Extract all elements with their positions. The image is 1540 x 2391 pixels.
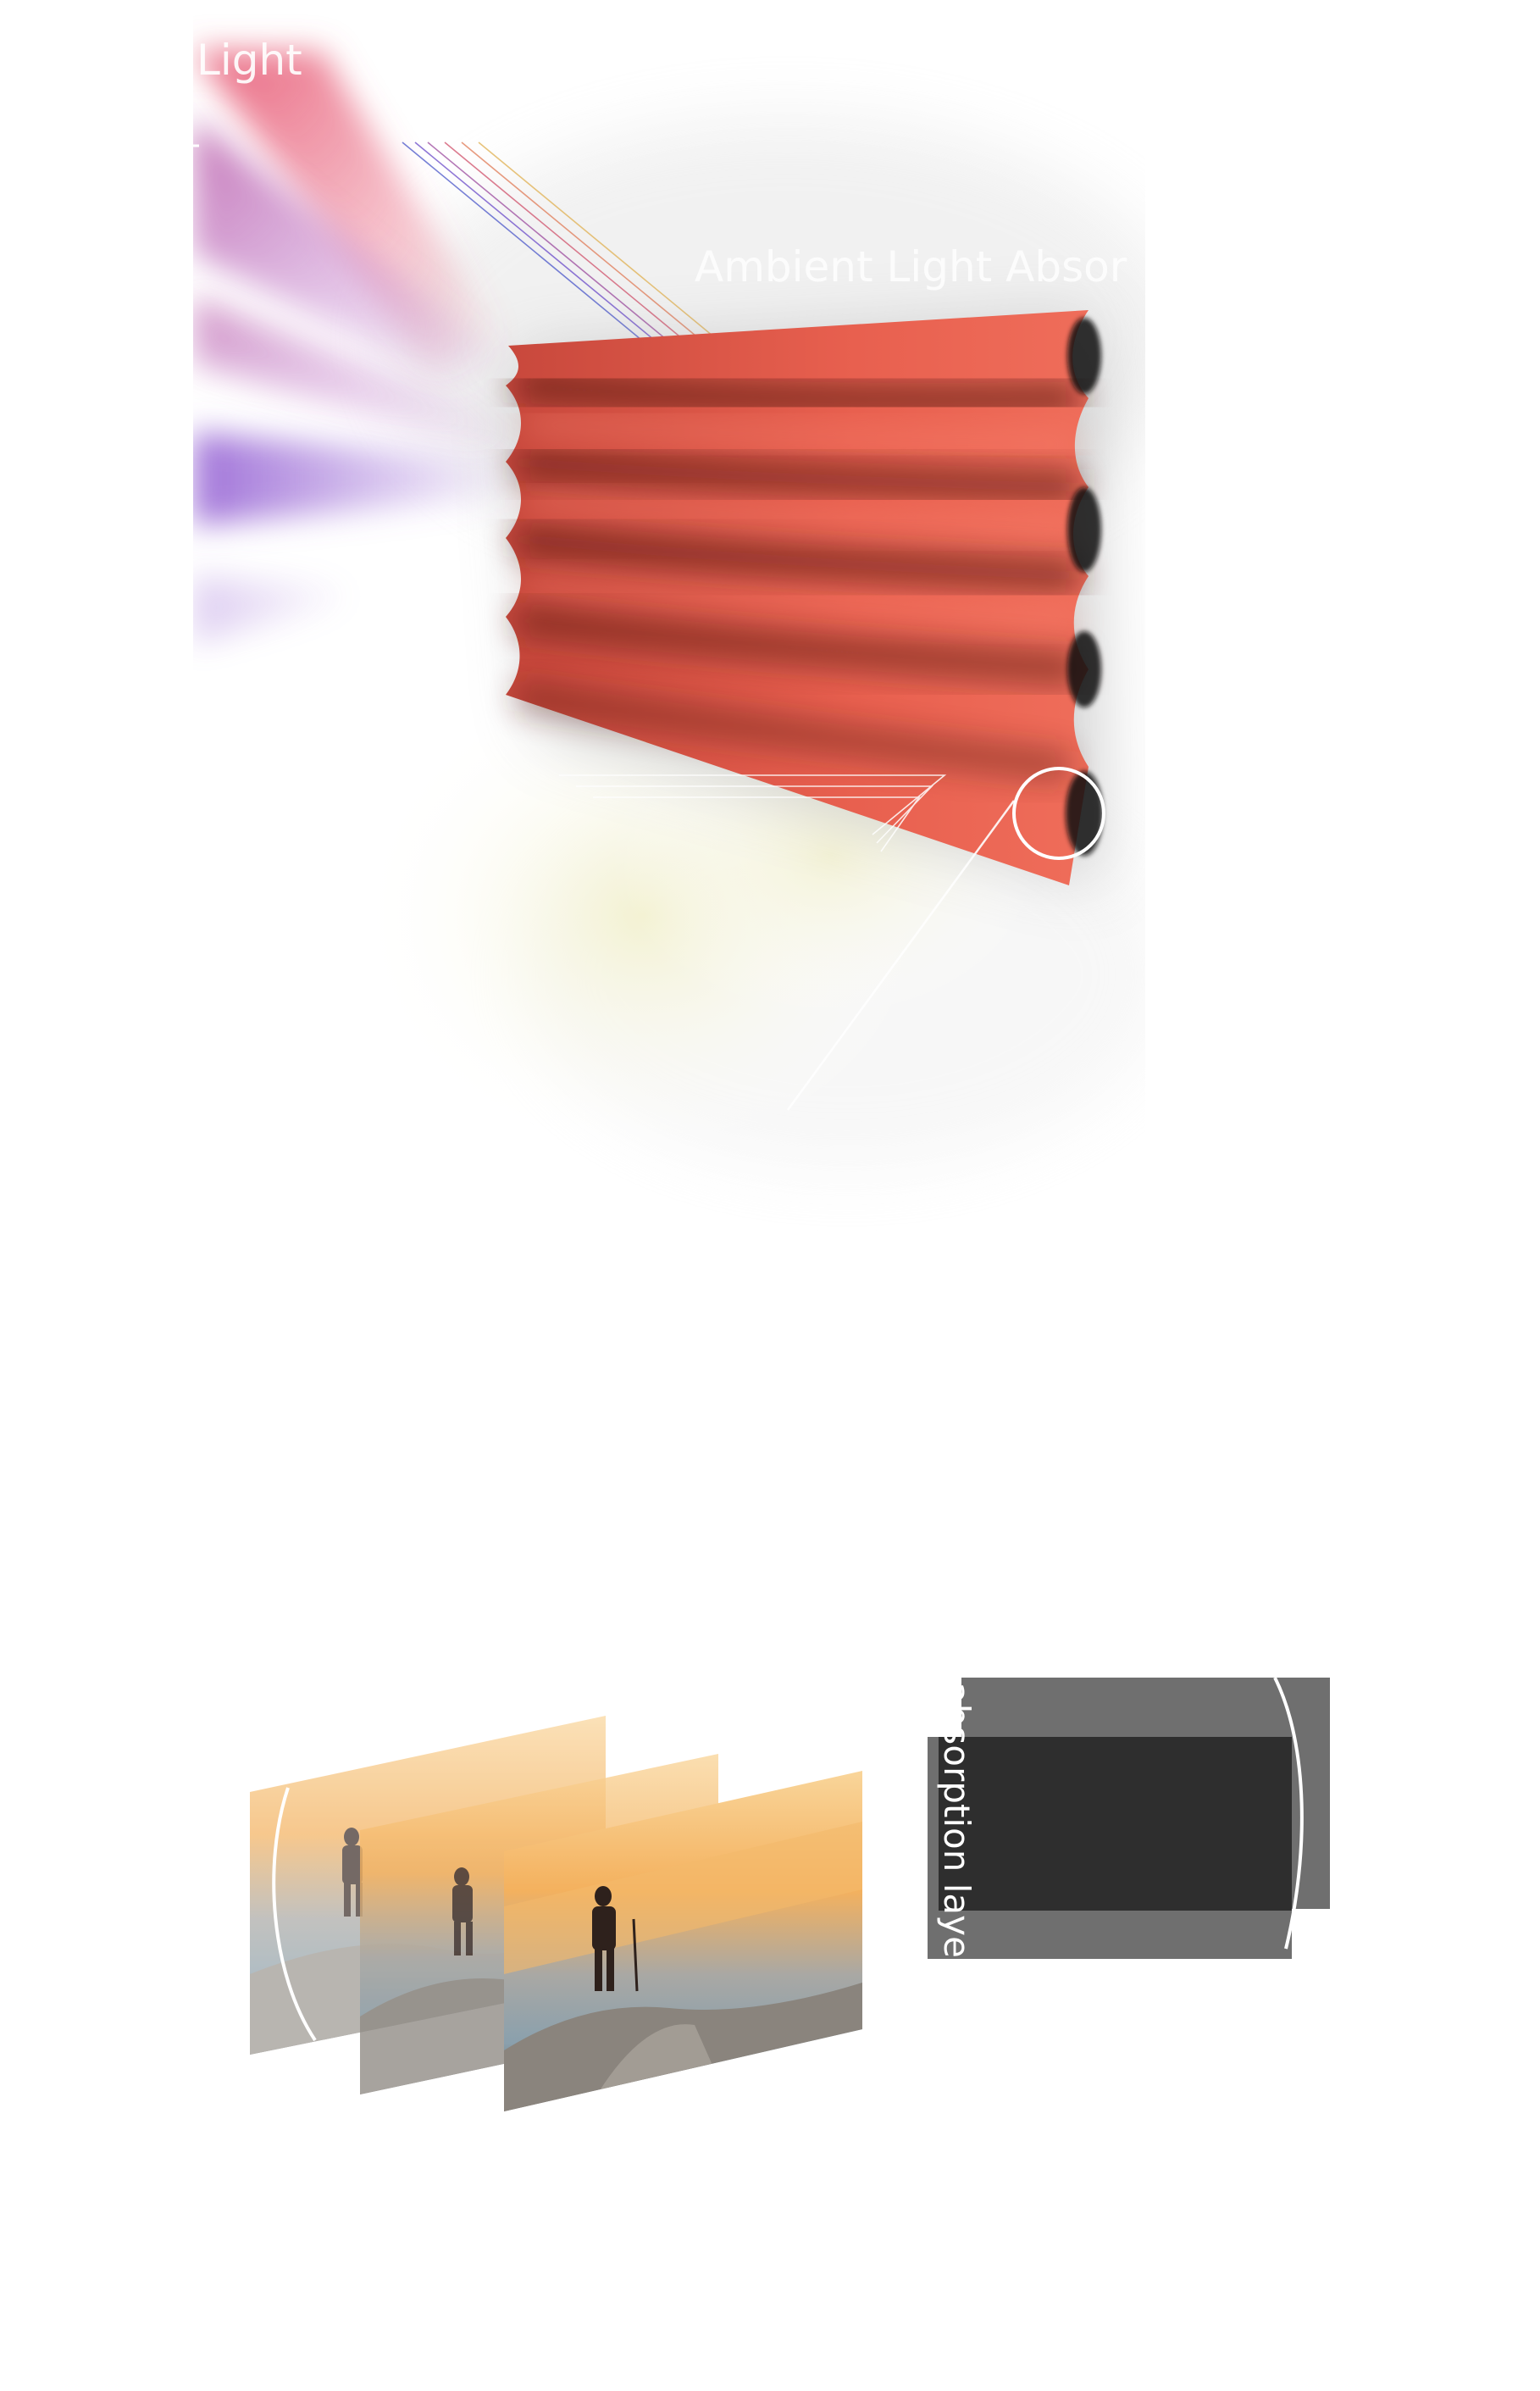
chevron-lines	[559, 774, 947, 852]
light-rays	[193, 51, 517, 644]
ray-lines	[402, 141, 738, 357]
panel-edge-shadows	[1066, 318, 1103, 856]
top-scene	[193, 51, 1186, 1169]
absorption-layer-label: absorption layer	[936, 1682, 978, 1973]
absorption-layer-graphic	[928, 1677, 1330, 1959]
ambient-light-label: Ambient Light Absor	[695, 242, 1127, 291]
zoom-indicator	[786, 767, 1105, 1111]
absorption-panel	[506, 310, 1103, 885]
image-frames	[250, 1716, 862, 2111]
light-label: Light	[197, 36, 302, 85]
